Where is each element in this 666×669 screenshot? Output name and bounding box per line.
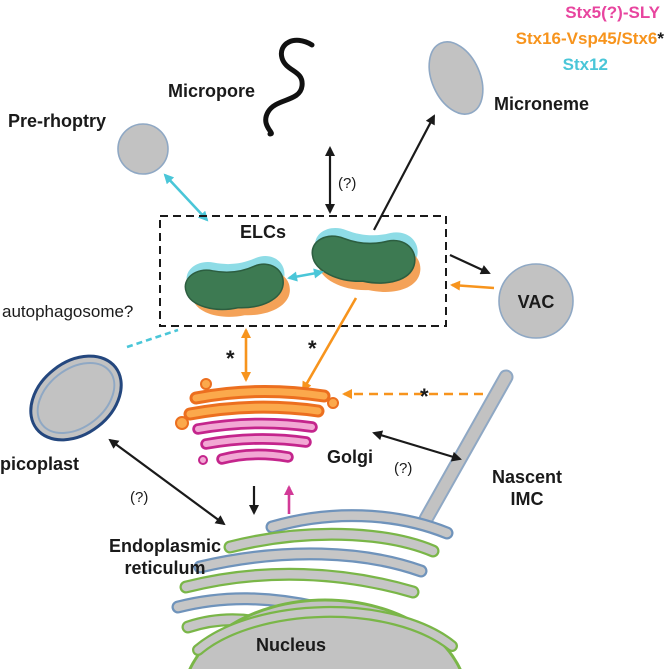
- asterisk-elc-golgi-right: *: [308, 336, 317, 361]
- arrow-elc-elc: [287, 268, 324, 282]
- question-micropore: (?): [338, 175, 356, 192]
- pre-rhoptry-label: Pre-rhoptry: [8, 111, 106, 131]
- micropore-shape: [263, 37, 315, 137]
- legend: Stx5(?)-SLY Stx16-Vsp45/Stx6* Stx12: [516, 3, 665, 74]
- pre-rhoptry-shape: [117, 123, 169, 175]
- er-label-line1: Endoplasmic: [109, 536, 221, 556]
- dashed-autophagosome-link: [126, 328, 179, 349]
- question-golgi-imc: (?): [394, 460, 412, 477]
- er-arc-over-nucleus: [192, 605, 458, 656]
- nascent-imc-shape: [418, 369, 514, 527]
- golgi-label: Golgi: [327, 447, 373, 467]
- nascent-imc-label-line2: IMC: [511, 489, 544, 509]
- er-label-line2: reticulum: [124, 558, 205, 578]
- apicoplast-label: picoplast: [0, 454, 79, 474]
- autophagosome-label: autophagosome?: [2, 302, 133, 321]
- arrow-golgi-imc: [372, 430, 462, 462]
- arrow-elc-golgi-right: [301, 297, 358, 392]
- golgi-vesicle: [200, 378, 212, 390]
- asterisk-elc-golgi-left: *: [226, 346, 235, 371]
- nucleus-label: Nucleus: [256, 635, 326, 655]
- micropore-label: Micropore: [168, 81, 255, 101]
- legend-stx12: Stx12: [563, 55, 608, 74]
- arrow-elc-microneme: [373, 114, 435, 231]
- apicoplast-shape: [29, 354, 123, 442]
- arrow-prerhoptry-elc: [163, 173, 209, 222]
- microneme-shape: [428, 41, 484, 115]
- arrow-vac-elc: [450, 280, 495, 291]
- nascent-imc-label-line1: Nascent: [492, 467, 562, 487]
- golgi-shape: [175, 378, 339, 465]
- golgi-vesicle: [327, 397, 339, 409]
- elc-left: [183, 254, 292, 321]
- arrow-apicoplast-er: [108, 438, 226, 526]
- legend-stx16-vsp45-stx6: Stx16-Vsp45/Stx6*: [516, 29, 665, 48]
- elcs-label: ELCs: [240, 222, 286, 242]
- vac-shape: [498, 263, 574, 339]
- elc-box: [159, 215, 447, 327]
- asterisk-imc-golgi: *: [420, 384, 429, 409]
- microneme-label: Microneme: [494, 94, 589, 114]
- vac-label: VAC: [518, 292, 555, 312]
- legend-stx5-sly: Stx5(?)-SLY: [565, 3, 660, 22]
- question-apicoplast-er: (?): [130, 489, 148, 506]
- arrow-elc-vac: [449, 254, 491, 275]
- golgi-vesicle: [198, 455, 208, 465]
- elc-right: [309, 225, 422, 296]
- golgi-vesicle: [175, 416, 189, 430]
